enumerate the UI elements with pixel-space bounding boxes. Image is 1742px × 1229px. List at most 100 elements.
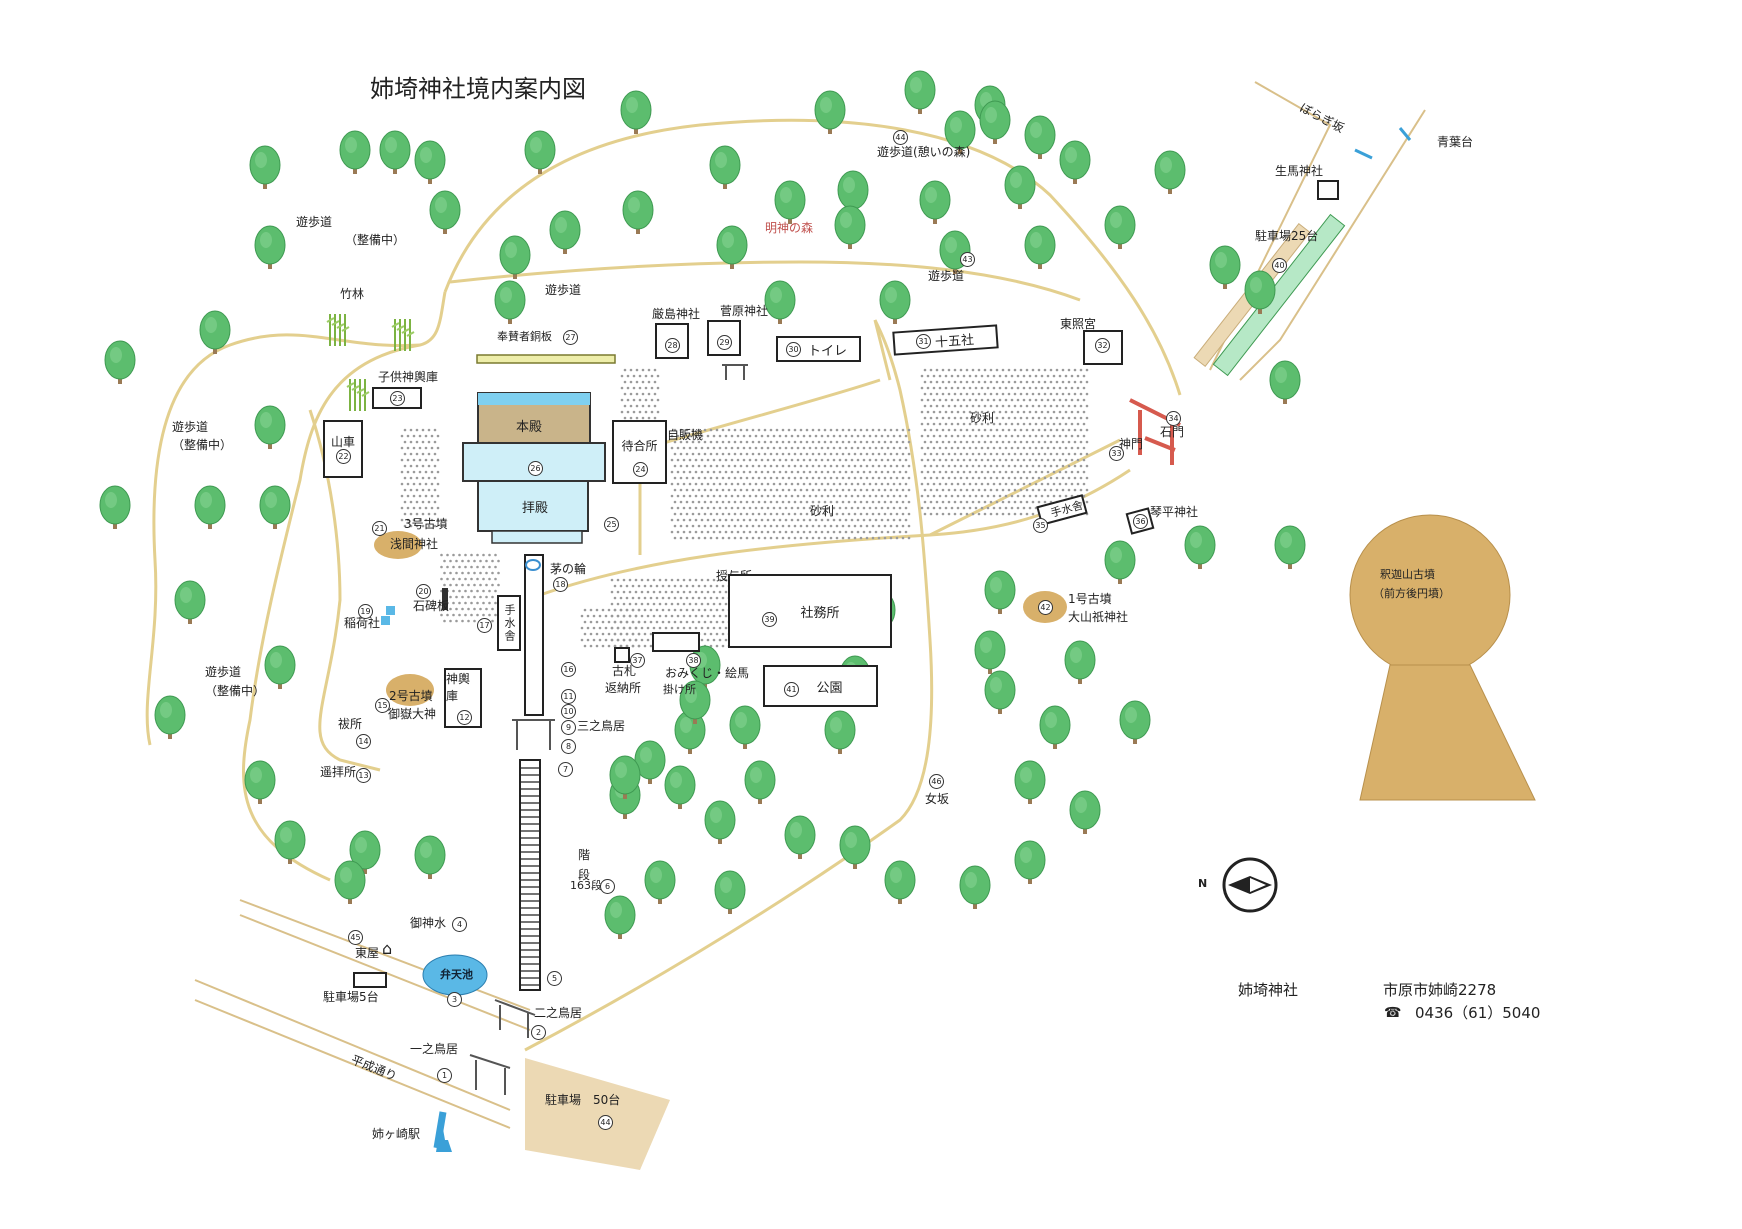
- label-itsukushima: 厳島神社: [652, 307, 701, 321]
- label-mitake: 御嶽大神: [388, 707, 437, 721]
- label-goshinsui: 御神水: [410, 916, 447, 930]
- address: 市原市姉崎2278: [1383, 981, 1497, 999]
- main-shrine: [462, 392, 606, 544]
- label-sugawara: 菅原神社: [720, 304, 769, 318]
- tree-icon: [339, 130, 371, 174]
- tree-icon: [814, 90, 846, 134]
- label-azumaya: 東屋: [355, 946, 380, 960]
- tree-icon: [264, 645, 296, 689]
- tree-icon: [1004, 165, 1036, 209]
- machiai-box: 待合所: [612, 420, 667, 484]
- tree-icon: [679, 680, 711, 724]
- marker-32: 32: [1095, 338, 1110, 353]
- tree-icon: [199, 310, 231, 354]
- azumaya-icon: ⌂: [382, 939, 393, 958]
- dashi-label: 山車: [330, 434, 355, 449]
- marker-29: 29: [717, 335, 732, 350]
- temizusha-label: 手水舎: [503, 603, 516, 643]
- tree-icon: [254, 225, 286, 269]
- label-shinmon: 神門: [1119, 437, 1144, 451]
- ichinotorii-gate: [469, 1054, 511, 1095]
- marker-36: 36: [1133, 514, 1148, 529]
- marker-12: 12: [457, 710, 472, 725]
- marker-11: 11: [561, 689, 576, 704]
- marker-25: 25: [604, 517, 619, 532]
- label-kofun1: 1号古墳: [1068, 592, 1112, 606]
- marker-45: 45: [348, 930, 363, 945]
- porogi-arrow: [1354, 148, 1373, 160]
- label-yuhodo-3: 遊歩道: [205, 665, 242, 679]
- marker-35: 35: [1033, 518, 1048, 533]
- tree-icon: [1244, 270, 1276, 314]
- label-sengen: 浅間神社: [390, 537, 439, 551]
- dashi-box: 山車: [323, 420, 363, 478]
- tree-icon: [1184, 525, 1216, 569]
- marker-28: 28: [665, 338, 680, 353]
- ninotorii-gate: [494, 999, 536, 1038]
- tree-icon: [604, 895, 636, 939]
- inari-icon-b: [381, 616, 390, 625]
- trees: [99, 70, 1306, 939]
- tree-icon: [1269, 360, 1301, 404]
- marker-31: 31: [916, 334, 931, 349]
- tree-icon: [714, 870, 746, 914]
- gravel-patch: [670, 428, 911, 540]
- tree-icon: [1064, 640, 1096, 684]
- tree-icon: [1119, 700, 1151, 744]
- label-parking50: 駐車場 50台: [545, 1093, 621, 1107]
- marker-42: 42: [1038, 600, 1053, 615]
- haiden-step: [491, 530, 583, 544]
- marker-9: 9: [561, 720, 576, 735]
- tree-icon: [974, 630, 1006, 674]
- label-yuhodo-b: 遊歩道: [928, 269, 965, 283]
- trail-west-inner: [242, 343, 421, 882]
- tree-icon: [674, 710, 706, 754]
- tree-icon: [709, 145, 741, 189]
- label-kakesho: 掛け所: [663, 683, 696, 696]
- trail-courtyard-b: [639, 378, 881, 452]
- tree-icon: [984, 570, 1016, 614]
- label-kotohira: 琴平神社: [1150, 505, 1199, 519]
- label-yuhodo-2: 遊歩道: [172, 420, 209, 434]
- label-kofuda: 古札: [612, 664, 637, 678]
- tree-icon: [99, 485, 131, 529]
- marker-39: 39: [762, 612, 777, 627]
- tree-icon: [1274, 525, 1306, 569]
- tree-icon: [944, 110, 976, 154]
- gravel-patch: [400, 428, 440, 528]
- label-omikuji: おみくじ・絵馬: [665, 666, 750, 680]
- tree-icon: [634, 740, 666, 784]
- marker-19: 19: [358, 604, 373, 619]
- label-ishimon: 石門: [1160, 425, 1185, 439]
- marker-30: 30: [786, 342, 801, 357]
- itsukushima-torii: [722, 364, 748, 380]
- tree-icon: [729, 705, 761, 749]
- marker-13: 13: [356, 768, 371, 783]
- tree-icon: [879, 280, 911, 324]
- label-sannotorii: 三之鳥居: [577, 719, 626, 733]
- tree-icon: [154, 695, 186, 739]
- phone-number: 0436（61）5040: [1415, 1004, 1541, 1022]
- road-upper-1: [239, 899, 531, 1011]
- tree-icon: [609, 755, 641, 799]
- tree-icon: [249, 145, 281, 189]
- shakayama-kofun: [1349, 514, 1536, 801]
- tree-icon: [174, 580, 206, 624]
- label-inari: 稲荷社: [344, 616, 381, 630]
- tree-icon: [349, 830, 381, 874]
- tree-icon: [1024, 115, 1056, 159]
- tree-icon: [1104, 205, 1136, 249]
- approach-stairs: [519, 554, 544, 991]
- tree-icon: [1104, 540, 1136, 584]
- tree-icon: [979, 100, 1011, 144]
- kofun-square-part: [1359, 664, 1536, 801]
- marker-15: 15: [375, 698, 390, 713]
- tree-icon: [104, 340, 136, 384]
- tree-icon: [334, 860, 366, 904]
- tree-icon: [716, 225, 748, 269]
- compass: [1222, 857, 1278, 913]
- tree-icon: [622, 190, 654, 234]
- marker-47: 44: [598, 1115, 613, 1130]
- marker-23: 23: [390, 391, 405, 406]
